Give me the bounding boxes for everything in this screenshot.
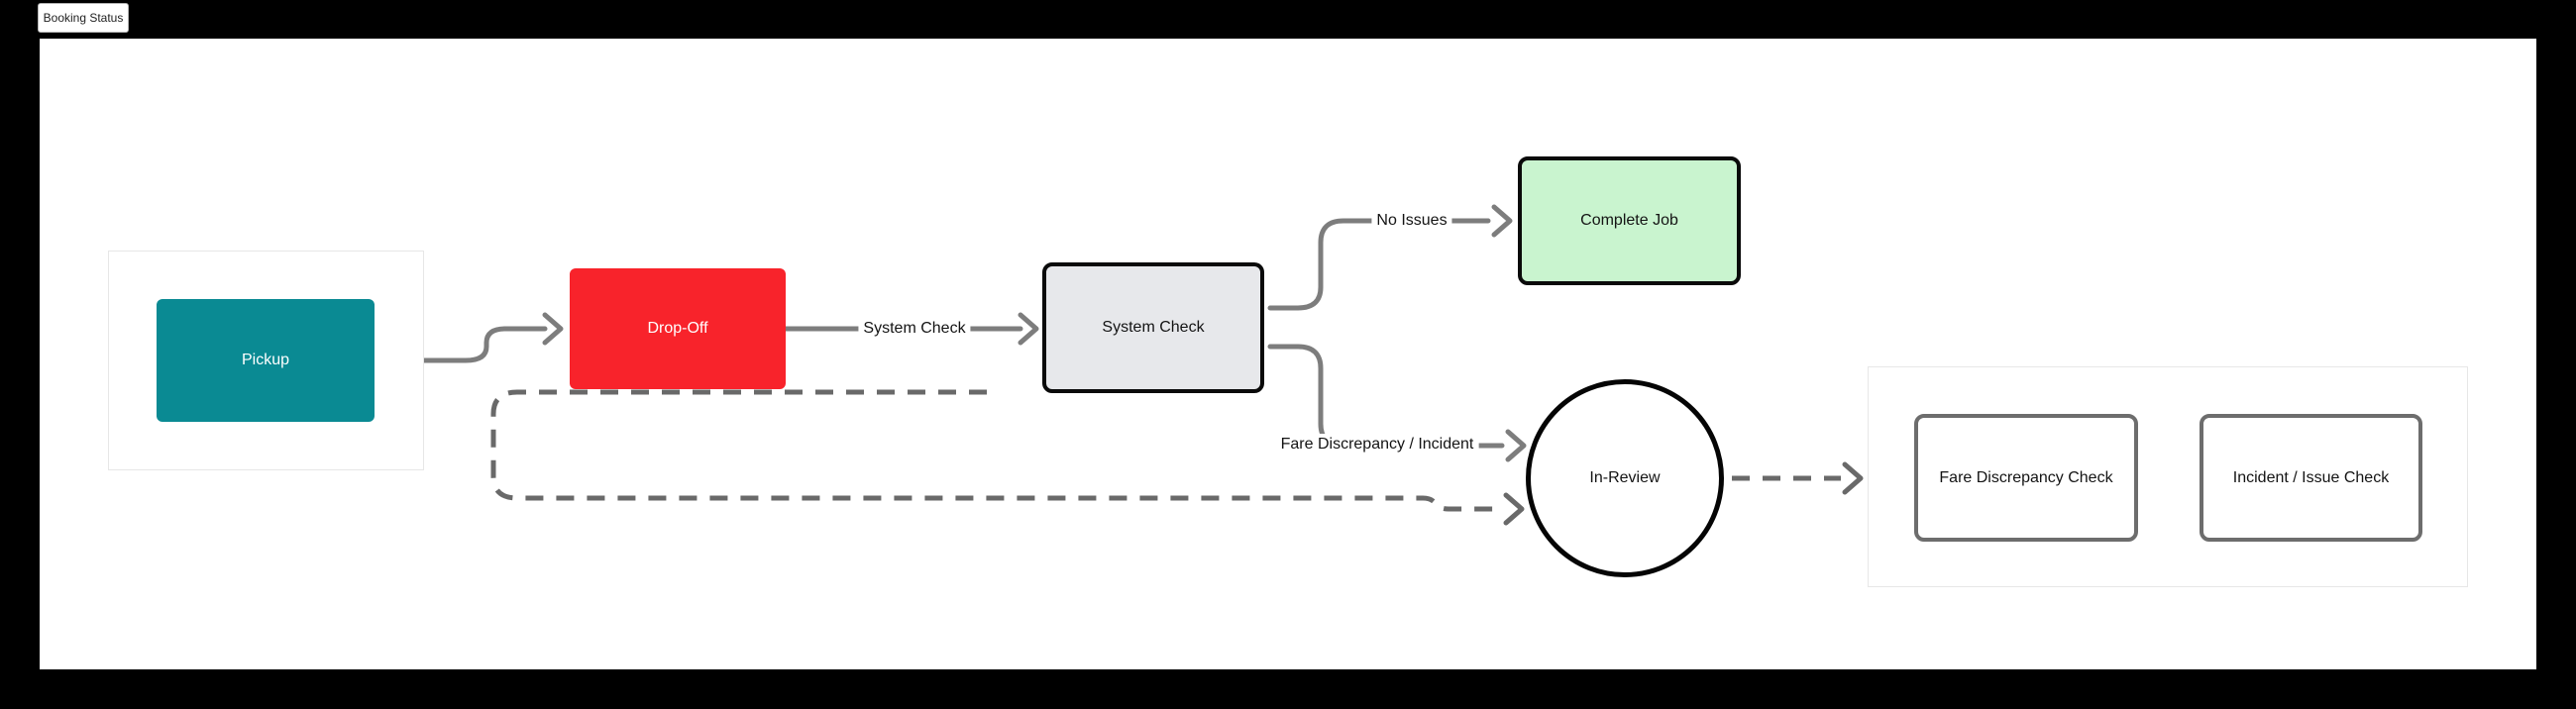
tab-label: Booking Status <box>43 11 124 25</box>
node-complete-job[interactable]: Complete Job <box>1518 156 1741 285</box>
edge-label-fare-discrepancy-incident: Fare Discrepancy / Incident <box>1275 434 1479 456</box>
node-drop-off-label: Drop-Off <box>647 320 708 337</box>
tab-booking-status[interactable]: Booking Status <box>38 3 129 33</box>
node-system-check-label: System Check <box>1102 319 1205 336</box>
node-pickup-label: Pickup <box>241 352 290 368</box>
node-complete-job-label: Complete Job <box>1580 212 1678 229</box>
node-fare-discrepancy-check[interactable]: Fare Discrepancy Check <box>1914 414 2138 542</box>
edge-label-system-check: System Check <box>858 318 971 340</box>
node-incident-issue-check[interactable]: Incident / Issue Check <box>2200 414 2422 542</box>
node-drop-off[interactable]: Drop-Off <box>570 268 786 389</box>
edge-label-no-issues: No Issues <box>1371 210 1452 232</box>
node-fare-discrepancy-check-label: Fare Discrepancy Check <box>1939 468 2113 486</box>
node-incident-issue-check-label: Incident / Issue Check <box>2232 468 2390 486</box>
node-pickup[interactable]: Pickup <box>157 299 375 422</box>
node-in-review-label: In-Review <box>1589 469 1661 486</box>
node-in-review[interactable]: In-Review <box>1526 379 1724 577</box>
node-system-check[interactable]: System Check <box>1042 262 1264 393</box>
